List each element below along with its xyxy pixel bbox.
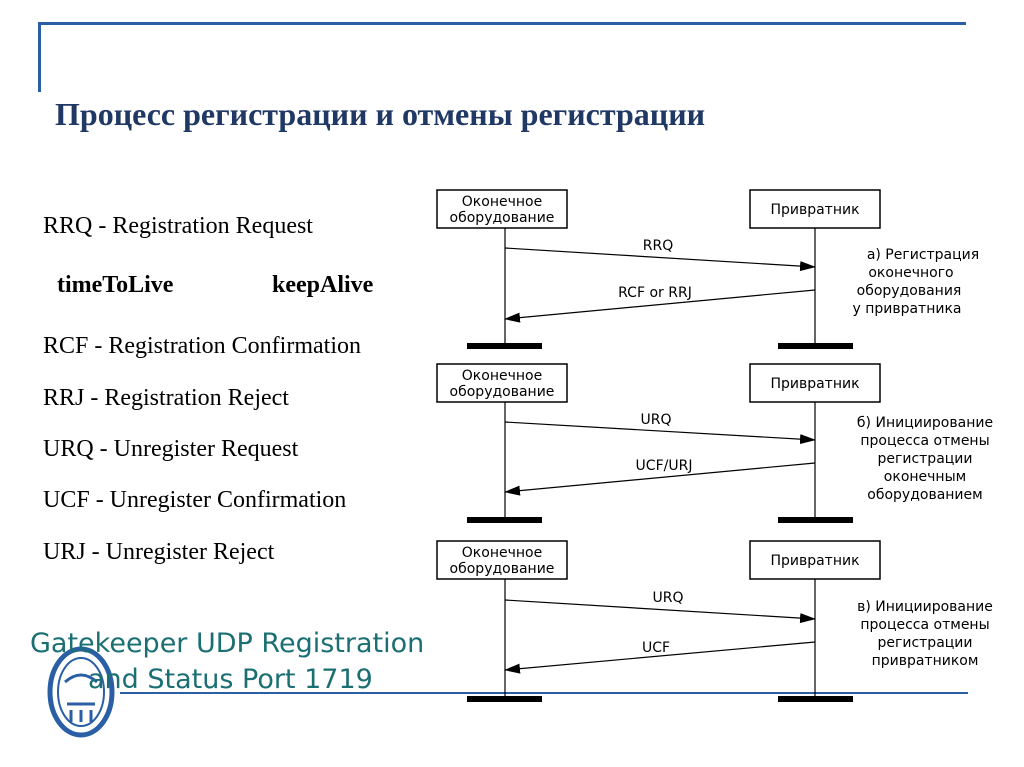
endpoint-box [436,189,568,229]
endpoint-label-line-2: оборудование [450,561,555,577]
caption-line-1: в) Инициирование [857,599,993,615]
endpoint-label-line-1: Оконечное [462,194,542,210]
message-arrow-1 [504,247,816,272]
caption-line-5: оборудованием [867,487,982,503]
gatekeeper-bar [778,343,853,349]
message-arrow-1 [504,599,816,624]
message-arrow-2 [504,641,816,674]
university-logo-icon [47,646,115,738]
caption-line-3: оборудования [857,283,962,299]
endpoint-box [436,540,568,580]
gatekeeper-label: Привратник [770,202,859,218]
scenario-b: Оконечное оборудование Привратник URQ UC… [436,363,993,523]
caption-line-3: регистрации [878,635,973,651]
endpoint-bar [467,343,542,349]
endpoint-label-line-2: оборудование [450,384,555,400]
gatekeeper-box [749,189,881,229]
caption-line-4: оконечным [884,469,966,485]
definition-rrj: RRJ - Registration Reject [43,385,289,411]
message-arrow-2 [504,289,816,323]
caption-line-2: процесса отмены [860,433,989,449]
caption-line-3: регистрации [878,451,973,467]
frame-line-bottom [120,692,968,694]
page-title: Процесс регистрации и отмены регистрации [55,96,706,132]
gatekeeper-box [749,540,881,580]
endpoint-bar [467,696,542,702]
message-arrow-1 [504,421,816,445]
endpoint-label-line-1: Оконечное [462,368,542,384]
message-label-1: URQ [653,590,684,606]
gatekeeper-box [749,363,881,403]
gatekeeper-bar [778,696,853,702]
frame-line-left [38,22,41,92]
endpoint-label-line-2: оборудование [450,210,555,226]
definition-urq: URQ - Unregister Request [43,436,299,462]
caption-line-2: процесса отмены [860,617,989,633]
caption-line-1: б) Инициирование [857,415,993,431]
caption-line-1: а) Регистрация [867,247,979,263]
param-keep-alive: keepAlive [272,272,374,298]
message-label-2: UCF/URJ [636,458,693,474]
message-label-1: RRQ [643,238,673,254]
caption-line-4: у привратника [852,301,961,317]
scenario-c: Оконечное оборудование Привратник URQ UC… [436,540,993,702]
caption-line-2: оконечного [868,265,953,281]
frame-line-top [38,22,966,25]
definition-ucf: UCF - Unregister Confirmation [43,487,347,513]
message-label-2: RCF or RRJ [618,285,692,301]
endpoint-bar [467,517,542,523]
message-arrow-2 [504,462,816,496]
definition-rrq: RRQ - Registration Request [43,213,313,239]
endpoint-label-line-1: Оконечное [462,545,542,561]
definition-rcf: RCF - Registration Confirmation [43,333,361,359]
caption-line-4: привратником [872,653,979,669]
endpoint-box [436,363,568,403]
port-note-line-1: Gatekeeper UDP Registration [30,628,425,659]
gatekeeper-label: Привратник [770,553,859,569]
definition-urj: URJ - Unregister Reject [43,539,275,565]
message-label-1: URQ [641,412,672,428]
param-time-to-live: timeToLive [57,272,174,298]
scenario-a: Оконечное оборудование Привратник RRQ RC… [436,189,979,349]
gatekeeper-bar [778,517,853,523]
gatekeeper-label: Привратник [770,376,859,392]
port-note-line-2: and Status Port 1719 [88,664,373,695]
message-label-2: UCF [642,640,670,656]
